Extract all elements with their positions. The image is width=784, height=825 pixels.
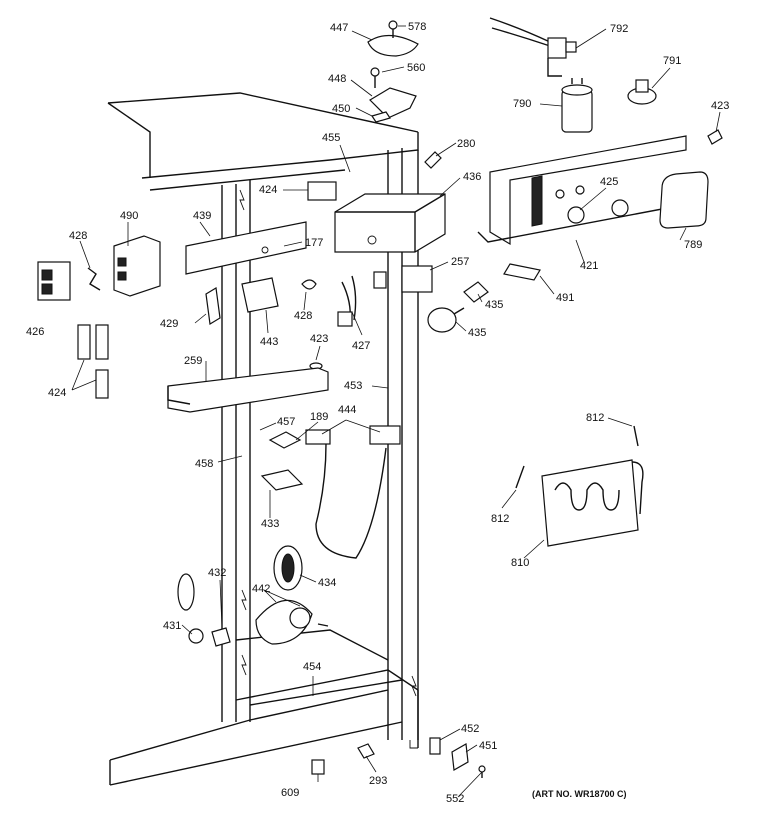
label-490: 490 <box>120 210 138 222</box>
part-429 <box>205 287 221 325</box>
part-435-bulb <box>427 307 465 333</box>
label-424-left: 424 <box>48 387 66 399</box>
label-424-top: 424 <box>259 184 277 196</box>
part-426 <box>37 261 71 301</box>
part-442 <box>255 599 329 645</box>
label-444: 444 <box>338 404 356 416</box>
label-609: 609 <box>281 787 299 799</box>
part-812-right <box>633 425 639 447</box>
part-421 <box>477 135 687 246</box>
label-812-left: 812 <box>491 513 509 525</box>
label-455: 455 <box>322 132 340 144</box>
part-491 <box>503 263 541 281</box>
label-189: 189 <box>310 411 328 423</box>
label-451: 451 <box>479 740 497 752</box>
label-425: 425 <box>600 176 618 188</box>
part-425 <box>567 199 629 224</box>
label-454: 454 <box>303 661 321 673</box>
part-labels: 447 578 792 448 560 791 450 790 423 455 … <box>26 21 729 805</box>
label-491: 491 <box>556 292 574 304</box>
label-421: 421 <box>580 260 598 272</box>
label-792: 792 <box>610 23 628 35</box>
label-790: 790 <box>513 98 531 110</box>
part-812-left <box>515 465 525 489</box>
label-452: 452 <box>461 723 479 735</box>
label-435-socket: 435 <box>485 299 503 311</box>
cabinet-frame <box>107 92 419 786</box>
label-423-mid: 423 <box>310 333 328 345</box>
part-490 <box>113 235 161 297</box>
part-790 <box>561 78 593 133</box>
label-453: 453 <box>344 380 362 392</box>
label-439: 439 <box>193 210 211 222</box>
label-812-right: 812 <box>586 412 604 424</box>
part-424-left <box>77 324 109 399</box>
part-427 <box>337 271 387 327</box>
label-435-bulb: 435 <box>468 327 486 339</box>
part-451 <box>451 743 469 771</box>
part-432 <box>211 627 231 647</box>
label-578: 578 <box>408 21 426 33</box>
part-439 <box>185 221 307 275</box>
part-431 <box>177 573 204 644</box>
label-448: 448 <box>328 73 346 85</box>
label-429: 429 <box>160 318 178 330</box>
label-431: 431 <box>163 620 181 632</box>
label-428-left: 428 <box>69 230 87 242</box>
label-427: 427 <box>352 340 370 352</box>
part-791 <box>627 79 657 105</box>
label-458: 458 <box>195 458 213 470</box>
part-609 <box>311 759 325 775</box>
label-450: 450 <box>332 103 350 115</box>
leader-lines <box>71 25 721 798</box>
part-423-top <box>707 129 723 145</box>
part-448 <box>369 87 417 119</box>
label-177: 177 <box>305 237 323 249</box>
label-443: 443 <box>260 336 278 348</box>
label-432: 432 <box>208 567 226 579</box>
label-434: 434 <box>318 577 336 589</box>
label-810: 810 <box>511 557 529 569</box>
label-791: 791 <box>663 55 681 67</box>
label-257: 257 <box>451 256 469 268</box>
part-434 <box>273 545 303 591</box>
label-293: 293 <box>369 775 387 787</box>
part-435-socket <box>463 281 489 303</box>
part-428-center <box>301 279 317 290</box>
label-426: 426 <box>26 326 44 338</box>
part-789 <box>659 171 709 229</box>
part-452 <box>429 737 441 755</box>
label-436: 436 <box>463 171 481 183</box>
label-259: 259 <box>184 355 202 367</box>
part-424-top <box>307 181 337 201</box>
label-457: 457 <box>277 416 295 428</box>
label-560: 560 <box>407 62 425 74</box>
part-280 <box>424 151 442 169</box>
part-257 <box>401 265 433 293</box>
part-436 <box>334 193 446 253</box>
part-444 <box>305 425 401 559</box>
label-428-center: 428 <box>294 310 312 322</box>
label-447: 447 <box>330 22 348 34</box>
part-792 <box>489 17 577 77</box>
art-number: (ART NO. WR18700 C) <box>532 789 627 799</box>
label-552: 552 <box>446 793 464 805</box>
part-810 <box>541 459 644 547</box>
part-443 <box>241 277 279 313</box>
label-423-top: 423 <box>711 100 729 112</box>
label-789: 789 <box>684 239 702 251</box>
part-450 <box>371 111 391 123</box>
part-189 <box>268 431 302 449</box>
part-447 <box>367 34 419 57</box>
part-560 <box>370 67 380 88</box>
part-433 <box>260 469 304 491</box>
label-442: 442 <box>252 583 270 595</box>
part-259 <box>167 367 329 413</box>
label-280: 280 <box>457 138 475 150</box>
part-428-left <box>87 267 101 291</box>
part-293 <box>357 743 375 759</box>
part-578 <box>388 20 398 38</box>
label-433: 433 <box>261 518 279 530</box>
